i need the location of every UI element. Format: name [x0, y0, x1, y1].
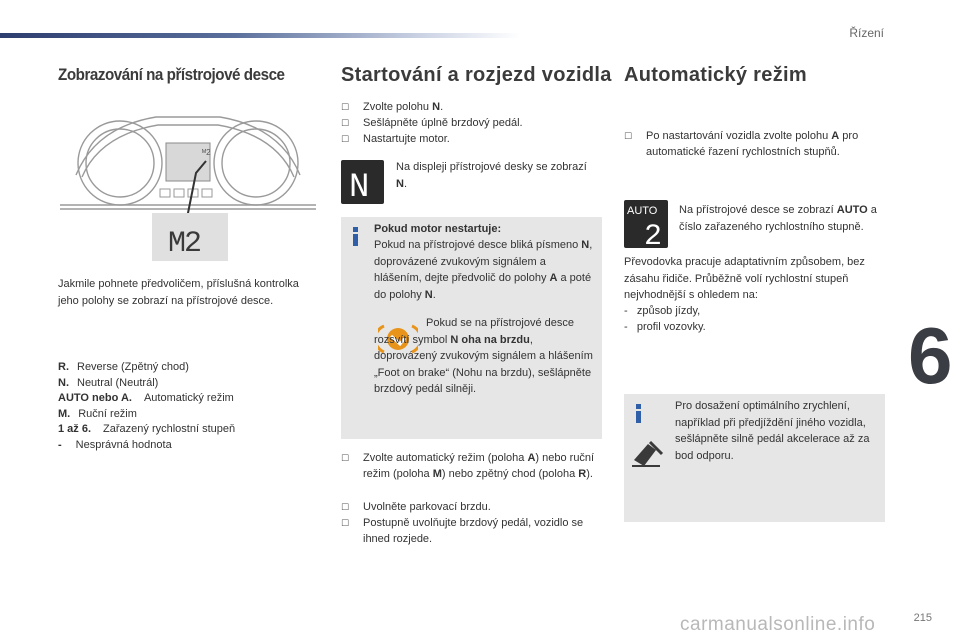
legend-row: AUTO nebo A.Automatický režim — [58, 392, 234, 404]
legend-row: R.Reverse (Zpětný chod) — [58, 361, 189, 373]
auto-display-text: Na přístrojové desce se zobrazí AUTO a č… — [679, 204, 877, 233]
auto-body: Převodovka pracuje adaptativním způsobem… — [624, 256, 865, 301]
legend-row: M.Ruční režim — [58, 407, 137, 420]
svg-text:ᴹ2: ᴹ2 — [202, 148, 211, 157]
checkbox-icon: ☐ — [624, 131, 633, 141]
svg-text:AUTO: AUTO — [627, 205, 658, 217]
info-auto-text: Pro dosažení optimálního zrychlení, např… — [675, 400, 870, 462]
info-icon — [634, 404, 644, 423]
info-box-start — [341, 217, 602, 439]
start-step: ☐ Sešlápněte úplně brzdový pedál. — [341, 117, 523, 129]
checkbox-icon: ☐ — [341, 134, 350, 144]
n-display-text: Na displeji přístrojové desky se zobrazí… — [396, 161, 587, 190]
info-box-auto — [624, 394, 885, 522]
chapter-title: Řízení — [849, 26, 884, 40]
checkbox-icon: ☐ — [341, 118, 350, 128]
n-display-icon: N — [341, 160, 384, 207]
start-step: ☐ Zvolte polohu N. — [341, 101, 444, 113]
display-intro: Jakmile pohnete předvoličem, příslušná k… — [58, 278, 299, 307]
foot-on-brake-icon — [378, 324, 418, 354]
svg-text:N: N — [349, 169, 369, 204]
page-number: 215 — [913, 612, 932, 624]
watermark: carmanualsonline.info — [680, 614, 876, 635]
accelerator-pedal-icon — [632, 440, 664, 467]
info-icon — [351, 227, 361, 246]
auto-list-item: - profil vozovky. — [624, 321, 706, 333]
gear-legend: R.Reverse (Zpětný chod) N.Neutral (Neutr… — [58, 360, 328, 453]
start-step2: ☐ Uvolněte parkovací brzdu. — [341, 501, 491, 513]
checkbox-icon: ☐ — [341, 102, 350, 112]
checkbox-icon: ☐ — [341, 502, 350, 512]
instrument-cluster-illustration: ᴹ2 M2 — [60, 116, 316, 261]
svg-text:2: 2 — [644, 220, 662, 248]
gear-display-readout: M2 — [168, 227, 200, 261]
start-step: ☐ Nastartujte motor. — [341, 133, 450, 145]
legend-row: 1 až 6.Zařazený rychlostní stupeň — [58, 423, 236, 435]
auto-list-item: - způsob jízdy, — [624, 305, 701, 317]
chapter-tab: 6 — [900, 311, 960, 410]
info-start-p1: Pokud na přístrojové desce bliká písmeno… — [374, 239, 593, 301]
legend-row: -Nesprávná hodnota — [58, 438, 172, 451]
section-title-start: Startování a rozjezd vozidla — [341, 64, 612, 86]
checkbox-icon: ☐ — [341, 518, 350, 528]
info-start-p2: Pokud se na přístrojové desce rozsvítí s… — [374, 317, 593, 395]
auto-step: ☐ Po nastartování vozidla zvolte polohu … — [624, 130, 859, 158]
header-stripe — [0, 33, 520, 38]
legend-row: N.Neutral (Neutrál) — [58, 376, 159, 389]
section-title-display: Zobrazování na přístrojové desce — [58, 66, 285, 84]
start-step2: ☐ Postupně uvolňujte brzdový pedál, vozi… — [341, 517, 584, 545]
checkbox-icon: ☐ — [341, 453, 350, 463]
info-start-heading: Pokud motor nestartuje: — [374, 223, 502, 235]
start-step2: ☐ Zvolte automatický režim (poloha A) ne… — [341, 452, 595, 480]
auto-display-icon: AUTO 2 — [624, 200, 668, 254]
section-title-auto: Automatický režim — [624, 64, 807, 86]
